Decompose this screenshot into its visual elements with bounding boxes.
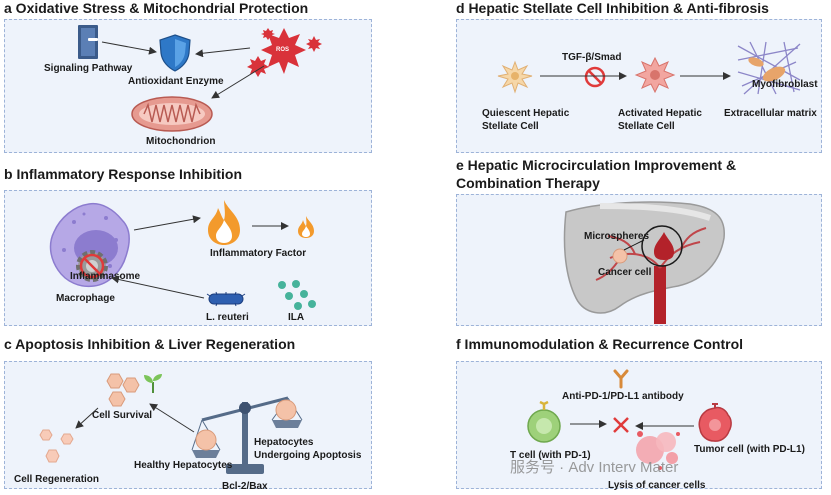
bcl2-bax-label: Bcl-2/Bax [222,481,268,492]
sprout-icon [144,374,162,393]
watermark: 服务号 · Adv Interv Mater [510,459,679,476]
microspheres-label: Microspheres [584,231,650,242]
mitochondrion-icon [131,96,213,132]
quiescent-label-line2: Stellate Cell [482,121,539,132]
antioxidant-enzyme-label: Antioxidant Enzyme [128,76,224,87]
balance-scale-icon [191,396,303,474]
cell-regeneration-label: Cell Regeneration [14,474,100,485]
bacteria-icon [206,291,246,307]
apoptosis-label-line2: Undergoing Apoptosis [254,450,362,461]
extracellular-matrix-icon [737,41,801,95]
apoptosis-label-line1: Hepatocytes [254,437,314,448]
t-cell-label: T cell (with PD-1) [510,450,591,461]
panel-d [456,19,822,153]
tumor-cell-label: Tumor cell (with PD-L1) [694,444,805,455]
panel-e-title-line2: Combination Therapy [456,175,600,191]
inflammasome-gear-icon [76,250,108,282]
signaling-pathway-label: Signaling Pathway [44,63,133,74]
macrophage-icon [49,202,130,288]
ila-molecules-icon [278,280,316,310]
t-cell-icon [527,400,561,443]
activated-stellate-cell-icon [634,56,676,94]
antibody-label: Anti-PD-1/PD-L1 antibody [562,391,684,402]
cell-survival-label: Cell Survival [92,410,153,421]
panel-f [456,361,822,489]
panel-e-title-line1: e Hepatic Microcirculation Improvement & [456,157,737,173]
ros-icon [247,28,322,77]
panel-b-title: b Inflammatory Response Inhibition [4,166,243,182]
panel-c-title: c Apoptosis Inhibition & Liver Regenerat… [4,336,296,352]
ila-label: ILA [288,312,305,323]
large-flame-icon [208,200,240,245]
activated-label-line2: Stellate Cell [618,121,675,132]
quiescent-label-line1: Quiescent Hepatic [482,108,570,119]
door-icon [78,25,98,59]
inhibit-icon [584,66,606,88]
shield-icon [159,34,191,72]
macrophage-label: Macrophage [56,293,115,304]
mitochondrion-label: Mitochondrion [146,136,216,147]
tgf-smad-label: TGF-β/Smad [562,52,622,63]
blocked-interaction-icon [613,417,629,433]
healthy-hepatocytes-label: Healthy Hepatocytes [134,460,233,471]
small-flame-icon [298,216,314,238]
l-reuteri-label: L. reuteri [206,312,249,323]
antibody-icon [613,369,629,389]
surviving-hepatocytes-icon [106,373,140,407]
myofibroblast-label: Myofibroblast [752,79,818,90]
ros-label: ROS [276,47,290,53]
liver-icon [563,201,725,324]
panel-c [4,361,372,489]
ecm-label: Extracellular matrix [724,108,817,119]
inflammasome-label: Inflammasome [70,271,141,282]
lysed-cells-icon [636,431,680,470]
panel-f-title: f Immunomodulation & Recurrence Control [456,336,744,352]
panel-d-title: d Hepatic Stellate Cell Inhibition & Ant… [456,0,769,16]
inflammatory-factor-label: Inflammatory Factor [210,248,307,259]
tumor-cell-icon [698,403,732,442]
panel-a-title: a Oxidative Stress & Mitochondrial Prote… [4,0,309,16]
activated-label-line1: Activated Hepatic [618,108,702,119]
cancer-cell-label: Cancer cell [598,267,652,278]
quiescent-stellate-cell-icon [497,60,533,94]
regenerating-cells-icon [39,429,74,463]
lysis-label: Lysis of cancer cells [608,480,706,491]
